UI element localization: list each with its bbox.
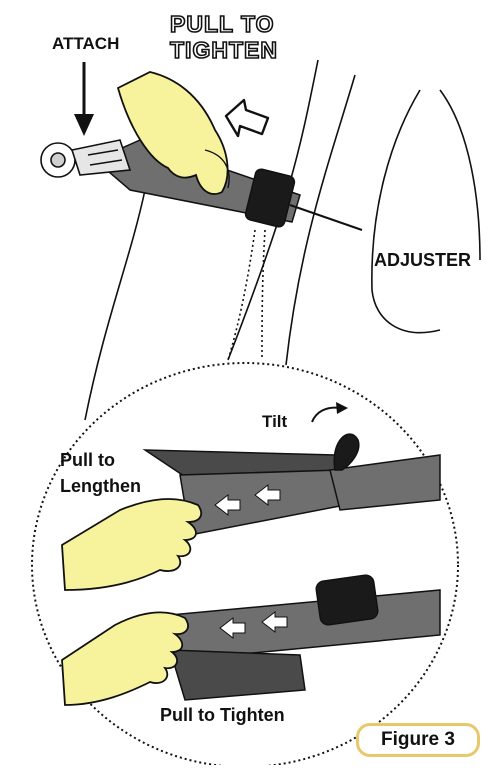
hand-glove-icon — [62, 612, 188, 705]
hand-glove-icon — [62, 499, 201, 590]
adjuster-label: ADJUSTER — [374, 250, 471, 271]
pull-to-lengthen-label-line1: Pull to — [60, 450, 115, 471]
attach-label: ATTACH — [52, 34, 119, 54]
figure-label: Figure 3 — [381, 729, 455, 751]
figure-badge: Figure 3 — [356, 723, 480, 757]
tilt-arrow-icon — [312, 408, 340, 422]
attach-arrow — [74, 62, 94, 136]
tilt-label: Tilt — [262, 412, 287, 432]
pull-to-tighten-title-line1: PULL TO — [170, 12, 275, 36]
pull-to-tighten-title-line2: TIGHTEN — [170, 38, 278, 62]
hook-clip-icon — [41, 140, 130, 177]
tighten-strap — [170, 574, 440, 700]
pull-to-lengthen-label-line2: Lengthen — [60, 476, 141, 497]
strap-tail — [290, 205, 362, 230]
arrow-left-outline-icon — [226, 100, 268, 136]
pull-to-tighten-label: Pull to Tighten — [160, 705, 285, 726]
